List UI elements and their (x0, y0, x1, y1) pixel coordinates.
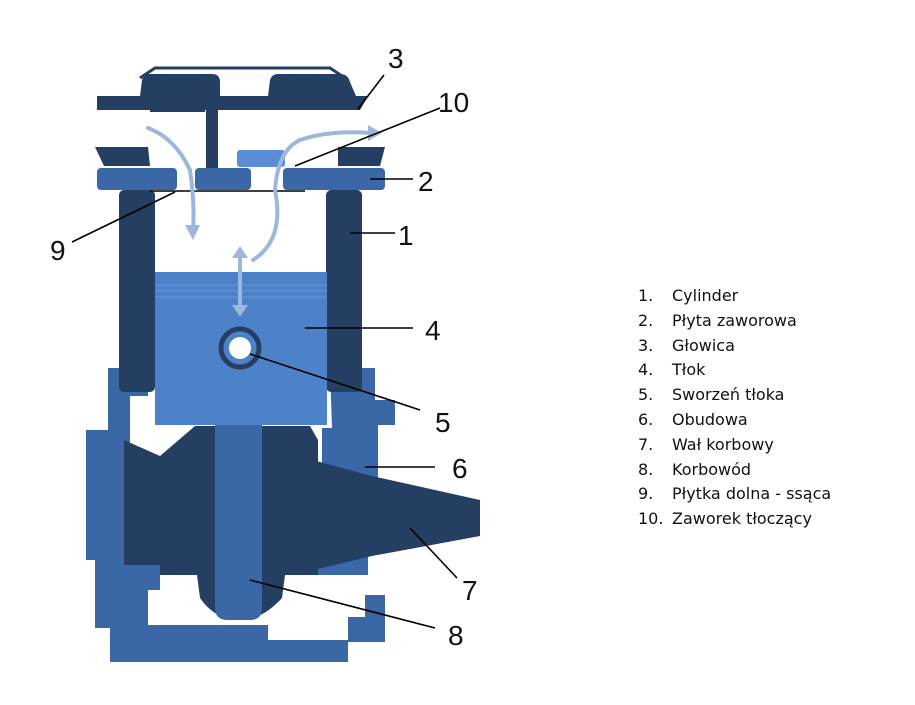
legend-label: Wał korbowy (672, 434, 774, 454)
leader-lines (71, 74, 458, 629)
legend-number: 7. (638, 434, 654, 454)
housing-left-wall (86, 368, 385, 662)
gas-flow (146, 125, 382, 317)
legend-item: 9. Płytka dolna - ssąca (638, 482, 831, 507)
head-top (97, 74, 368, 112)
legend-number: 9. (638, 484, 654, 504)
legend-number: 3. (638, 335, 654, 355)
legend-label: Sworzeń tłoka (672, 385, 785, 405)
leader-3 (357, 74, 385, 110)
callout-7: 7 (462, 575, 478, 606)
cylinder-head (95, 66, 385, 168)
callout-3: 3 (388, 43, 404, 74)
callout-9: 9 (50, 235, 66, 266)
crank-lower-left (124, 440, 160, 565)
legend-item: 8. Korbowód (638, 458, 831, 483)
legend-number: 5. (638, 385, 654, 405)
callout-5: 5 (435, 407, 451, 438)
valve-plate-right (283, 168, 385, 190)
crankshaft (305, 458, 480, 572)
legend-number: 1. (638, 286, 654, 305)
piston-pin-ring (218, 326, 262, 370)
valve-plate-left (97, 168, 177, 190)
legend-item: 3. Głowica (638, 334, 831, 359)
legend: 1. Cylinder 2. Płyta zaworowa 3. Głowica 4.… (638, 284, 831, 532)
legend-item: 6. Obudowa (638, 408, 831, 433)
legend-number: 4. (638, 360, 654, 380)
legend-label: Tłok (672, 360, 706, 380)
callout-4: 4 (425, 315, 441, 346)
suction-flow-arrow (146, 126, 196, 232)
legend-item: 5. Sworzeń tłoka (638, 383, 831, 408)
legend-item: 10. Zaworek tłoczący (638, 507, 831, 532)
legend-number: 6. (638, 409, 654, 429)
reed-discharge-valve (237, 150, 285, 167)
legend-label: Głowica (672, 335, 735, 355)
valve-plate-middle (195, 168, 251, 190)
piston-pin (229, 337, 251, 359)
callout-10: 10 (438, 87, 469, 118)
legend-item: 2. Płyta zaworowa (638, 309, 831, 334)
discharge-flow-arrow (251, 130, 372, 262)
legend-number: 8. (638, 459, 654, 479)
piston-stroke-arrowhead-down (232, 305, 248, 317)
cylinder-wall-left (119, 190, 155, 392)
connecting-rod (215, 420, 262, 620)
leader-10 (294, 107, 441, 167)
head-side-left (95, 147, 150, 166)
valve-plate (97, 150, 385, 192)
legend-item: 4. Tłok (638, 358, 831, 383)
piston-stroke-arrowhead-up (232, 246, 248, 258)
discharge-flow-arrowhead (368, 125, 382, 141)
legend-item: 7. Wał korbowy (638, 433, 831, 458)
leader-5 (249, 353, 421, 411)
legend-label: Obudowa (672, 409, 748, 429)
head-top-rim (139, 66, 346, 80)
callout-1: 1 (398, 220, 414, 251)
callout-6: 6 (452, 453, 468, 484)
callout-numbers: 1 2 3 4 5 6 7 8 9 10 (50, 43, 478, 651)
callout-2: 2 (418, 166, 434, 197)
legend-number: 2. (638, 310, 654, 330)
legend-label: Płytka dolna - ssąca (672, 484, 832, 504)
cylinder-wall-right (326, 190, 362, 392)
head-stem (206, 108, 218, 168)
suction-flow-arrowhead (185, 225, 200, 240)
leader-7 (409, 527, 458, 579)
legend-label: Cylinder (672, 286, 739, 305)
legend-item: 1. Cylinder (638, 284, 831, 309)
callout-8: 8 (448, 620, 464, 651)
legend-label: Płyta zaworowa (672, 310, 797, 330)
leader-9 (71, 191, 176, 243)
legend-label: Zaworek tłoczący (672, 509, 812, 529)
legend-label: Korbowód (672, 459, 752, 479)
head-side-right (338, 147, 385, 166)
legend-number: 10. (638, 509, 664, 529)
leader-8 (249, 579, 436, 629)
housing-crank-seat (118, 565, 160, 590)
